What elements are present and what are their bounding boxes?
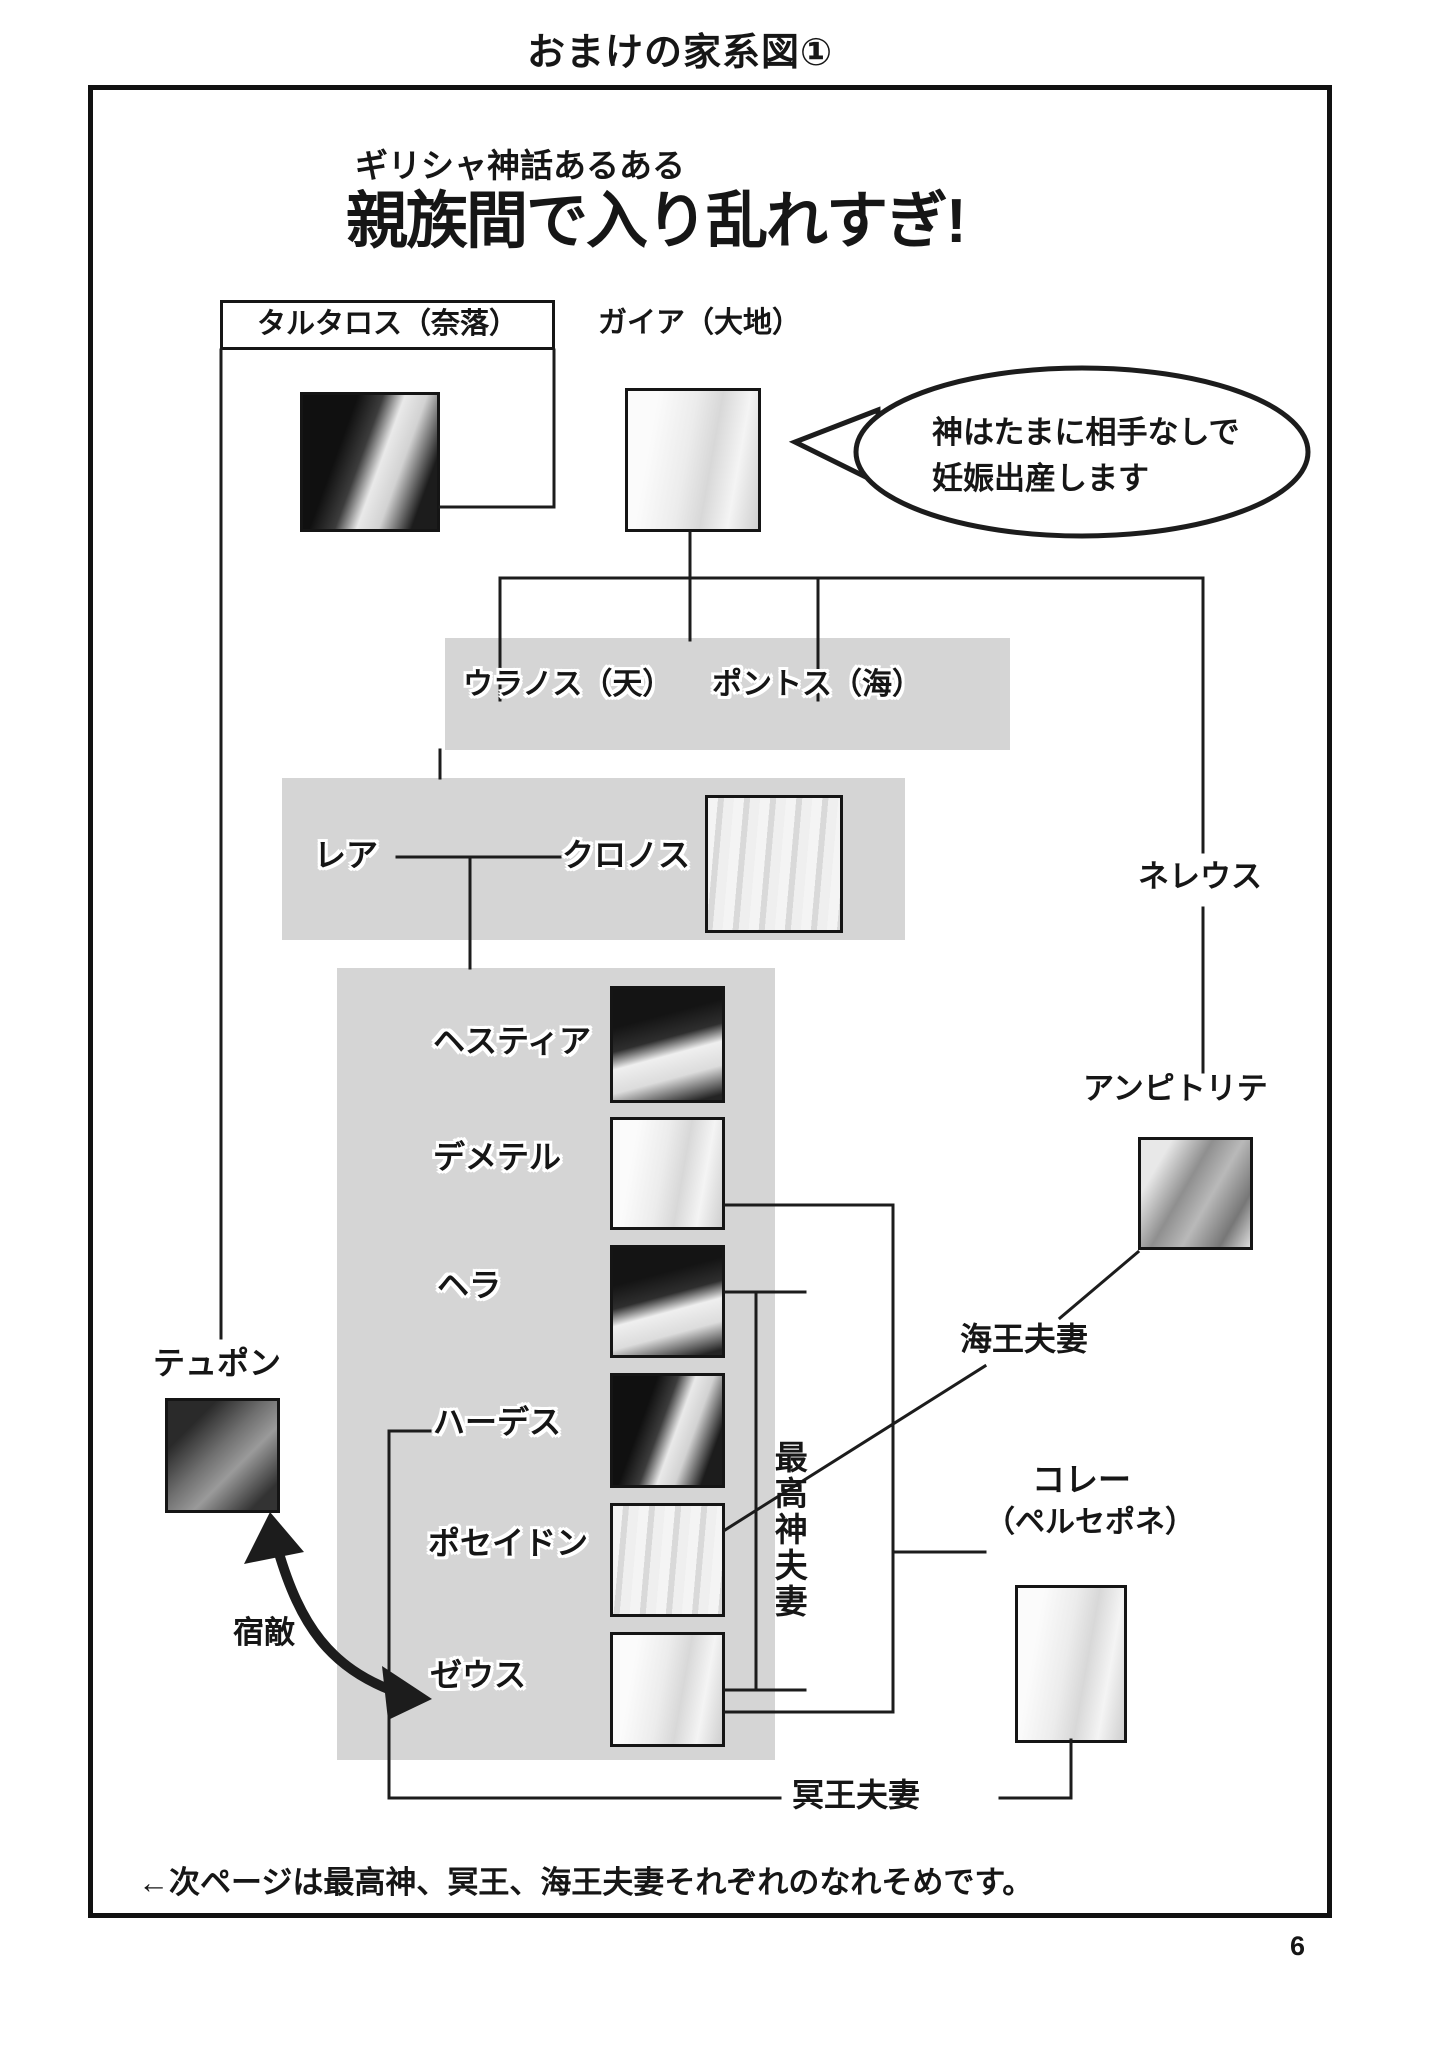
speech-line1: 神はたまに相手なしで <box>932 415 1240 450</box>
underworld-couple-label: 冥王夫妻 <box>792 1777 921 1813</box>
header-headline: 親族間で入り乱れすぎ! <box>346 187 967 256</box>
portrait-poseidon <box>610 1503 725 1617</box>
demeter-label: デメテル <box>433 1139 562 1175</box>
page-title: おまけの家系図① <box>527 32 834 74</box>
speech-line2: 妊娠出産します <box>932 461 1149 496</box>
portrait-kore <box>1015 1585 1127 1743</box>
zeus-label: ゼウス <box>430 1657 527 1693</box>
tartarus-label: タルタロス（奈落） <box>256 308 518 341</box>
gaia-label: ガイア（大地） <box>598 307 802 339</box>
portrait-demeter <box>610 1117 725 1230</box>
portrait-gaia <box>625 388 761 532</box>
portrait-cronus <box>705 795 843 933</box>
page-number: 6 <box>1290 1931 1306 1961</box>
typhon-label: テュポン <box>153 1345 282 1381</box>
portrait-tartarus <box>300 392 440 532</box>
poseidon-label: ポセイドン <box>428 1525 589 1561</box>
hestia-label: ヘスティア <box>433 1023 592 1059</box>
portrait-hestia <box>610 986 725 1103</box>
line-sea-couple-poseidon <box>722 1363 988 1533</box>
outer-frame <box>88 85 1332 1918</box>
hades-label: ハーデス <box>433 1404 562 1440</box>
hera-label: ヘラ <box>437 1267 502 1303</box>
line-demeter-zeus-kore <box>723 1203 987 1714</box>
pontus-label: ポントス（海） <box>712 668 922 701</box>
cronus-label: クロノス <box>562 837 691 873</box>
rival-arrow <box>244 1512 432 1720</box>
footer-note: ←次ページは最高神、冥王、海王夫妻それぞれのなれそめです。 <box>138 1865 1034 1900</box>
header-tagline: ギリシャ神話あるある <box>355 147 685 184</box>
portrait-typhon <box>165 1398 280 1513</box>
line-supreme-bracket <box>723 1290 807 1692</box>
sea-couple-label: 海王夫妻 <box>960 1321 1089 1357</box>
kore-label: コレー <box>1032 1461 1131 1498</box>
nereus-label: ネレウス <box>1138 859 1262 894</box>
supreme-couple-label: 最高神夫妻 <box>770 1440 808 1620</box>
kore-sublabel: （ペルセポネ） <box>985 1506 1195 1539</box>
line-hades-underworld <box>387 1429 1073 1800</box>
panel-uranus-pontus <box>445 638 1010 750</box>
amphitrite-label: アンピトリテ <box>1083 1071 1268 1106</box>
line-sea-couple-amphitrite <box>1057 1249 1141 1321</box>
portrait-amphitrite <box>1138 1137 1253 1250</box>
line-tartarus-gaia <box>438 348 556 509</box>
rhea-label: レア <box>314 837 379 873</box>
portrait-hades <box>610 1373 725 1488</box>
tartarus-label-box: タルタロス（奈落） <box>220 300 555 350</box>
portrait-zeus <box>610 1632 725 1747</box>
uranus-label: ウラノス（天） <box>463 668 673 701</box>
speech-bubble-shape <box>788 365 1311 539</box>
rival-label: 宿敵 <box>233 1615 295 1650</box>
portrait-hera <box>610 1245 725 1358</box>
